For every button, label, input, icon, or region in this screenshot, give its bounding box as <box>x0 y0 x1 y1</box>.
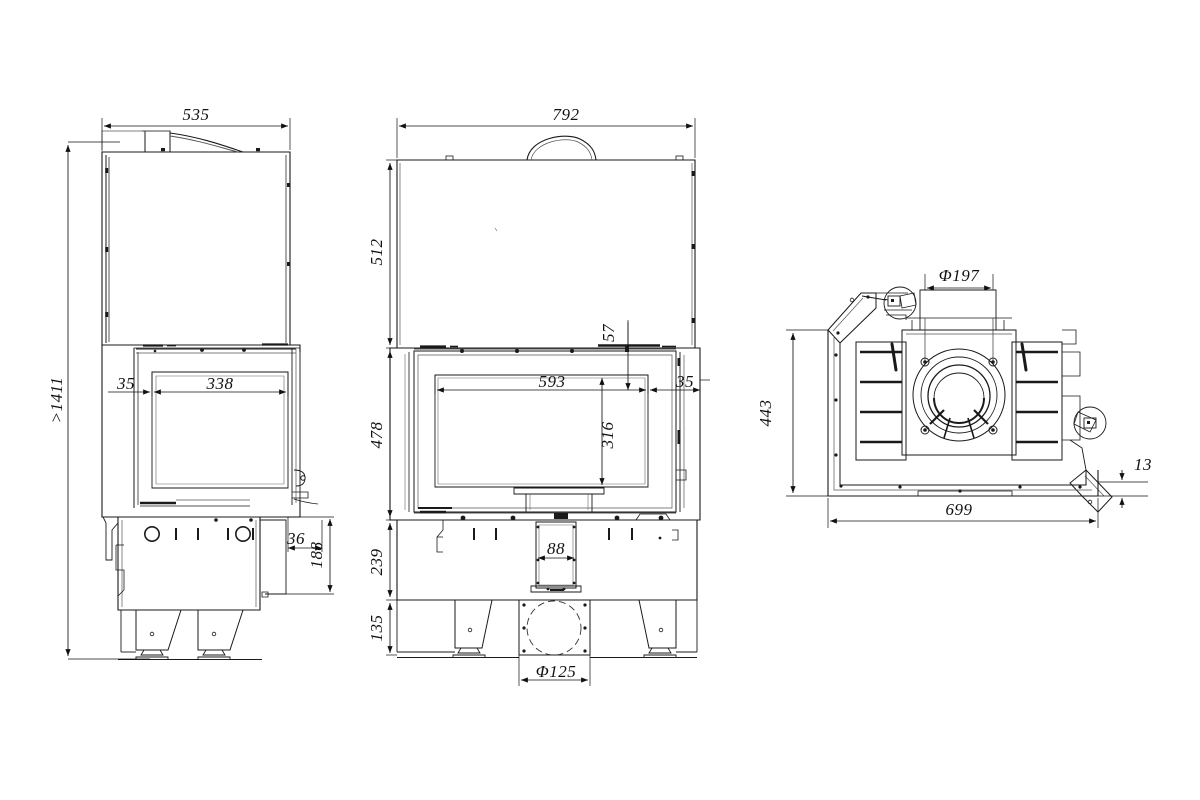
dim-316: 316 <box>598 422 617 450</box>
dim-792: 792 <box>553 105 580 124</box>
dim-1411: >1411 <box>47 377 66 424</box>
side-view-dimensions <box>65 118 334 660</box>
dim-593: 593 <box>539 372 566 391</box>
dim-338: 338 <box>206 374 234 393</box>
top-view-dimensions <box>786 274 1148 528</box>
dim-57: 57 <box>599 323 618 342</box>
dim-699: 699 <box>946 500 973 519</box>
dim-13: 13 <box>1134 455 1152 474</box>
dim-35-side: 35 <box>116 374 135 393</box>
dim-88: 88 <box>547 539 565 558</box>
dimension-labels: 535 >1411 35 338 36 188 792 512 478 239 … <box>47 105 1152 681</box>
dim-125: Φ125 <box>536 662 576 681</box>
front-view-geometry <box>389 135 701 658</box>
dim-36: 36 <box>286 529 305 548</box>
dim-535: 535 <box>183 105 210 124</box>
dim-188: 188 <box>307 542 326 569</box>
dim-512: 512 <box>367 239 386 266</box>
dim-35-front: 35 <box>675 372 694 391</box>
dim-135: 135 <box>367 615 386 642</box>
top-view-geometry <box>827 286 1113 513</box>
dim-443: 443 <box>756 400 775 427</box>
front-view-dimensions <box>386 118 710 686</box>
dim-478: 478 <box>367 422 386 449</box>
side-view-geometry <box>101 130 319 660</box>
dim-197: Φ197 <box>939 266 980 285</box>
dim-239: 239 <box>367 549 386 576</box>
